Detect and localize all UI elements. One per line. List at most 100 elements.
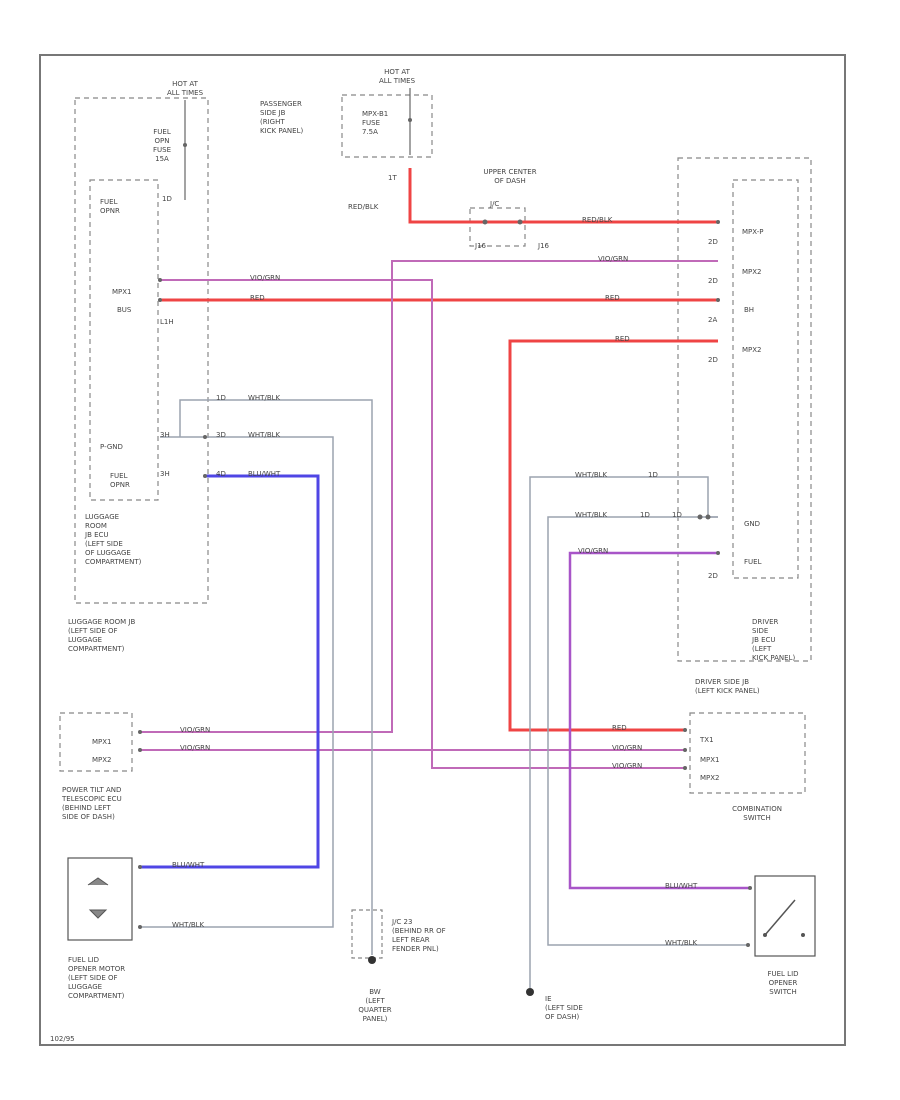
jc-rear-label: J/C 23 (BEHIND RR OF LEFT REAR FENDER PN… xyxy=(392,918,446,953)
passenger-wire-label: RED/BLK xyxy=(348,203,379,211)
luggage-jb-ecu-box xyxy=(89,179,159,501)
tilt-mpx2-label: MPX2 xyxy=(92,756,112,764)
wire-label-red-1: RED xyxy=(250,294,265,302)
wire-pin-3: 4D xyxy=(216,470,226,478)
connector-marks xyxy=(138,118,752,947)
luggage-hot-label: HOT AT ALL TIMES xyxy=(166,80,204,97)
switch-contact-icon xyxy=(764,899,796,936)
wire-blu-red-switch xyxy=(568,551,750,890)
wire-label-wht-blk-3: WHT/BLK xyxy=(575,471,608,479)
wire-wht-blk-ground-3 xyxy=(140,436,334,928)
luggage-ecu-label: LUGGAGE ROOM JB ECU (LEFT SIDE OF LUGGAG… xyxy=(85,513,142,566)
wire-label-red-4: RED xyxy=(612,724,627,732)
wire-blu-wht-motor xyxy=(140,474,320,869)
luggage-pin-b: 3H xyxy=(160,470,170,478)
wire-wht-blk-driver-gnd2 xyxy=(529,476,718,988)
wire-label-red-2: RED xyxy=(605,294,620,302)
tilt-ecu-label: POWER TILT AND TELESCOPIC ECU (BEHIND LE… xyxy=(62,786,122,821)
combo-mpx1-label: MPX1 xyxy=(700,756,720,764)
driver-mpxp-label: MPX-P xyxy=(742,228,764,236)
driver-fuel-label: FUEL xyxy=(744,558,762,566)
wire-wht-blk-ground-1 xyxy=(179,399,205,437)
motor-icon xyxy=(87,877,109,919)
driver-ecu-label: DRIVER SIDE JB ECU (LEFT KICK PANEL) xyxy=(752,618,796,662)
fuel-lid-motor-label: FUEL LID OPENER MOTOR (LEFT SIDE OF LUGG… xyxy=(68,956,126,1000)
upper-center-label: UPPER CENTER OF DASH xyxy=(483,168,537,185)
driver-pin-2: 2D xyxy=(708,277,718,285)
passenger-jb-label: PASSENGER SIDE JB (RIGHT KICK PANEL) xyxy=(260,100,304,135)
ground-bw-label: BW (LEFT QUARTER PANEL) xyxy=(358,988,392,1023)
wire-wht-blk-ground-2 xyxy=(205,399,373,955)
wire-label-vio-grn-5: VIO/GRN xyxy=(612,744,643,752)
driver-pin-5: 2D xyxy=(708,572,718,580)
wire-vio-grn-mpx2 xyxy=(140,260,718,733)
driver-pin-3: 2A xyxy=(708,316,718,324)
wire-label-red-black: RED/BLK xyxy=(582,216,613,224)
wire-wht-blk-driver-gnd xyxy=(547,516,748,946)
wire-pin-5: 1D xyxy=(640,511,650,519)
wire-vio-grn-mpx1 xyxy=(160,279,685,769)
wire-label-blu-red: VIO/GRN xyxy=(578,547,609,555)
combo-tx1-label: TX1 xyxy=(700,736,714,744)
jc-rear-box xyxy=(351,909,383,959)
wire-red-tx xyxy=(508,339,718,732)
driver-mpx2a-label: MPX2 xyxy=(742,268,762,276)
switch-terminal-icon xyxy=(763,933,767,937)
tilt-mpx1-label: MPX1 xyxy=(92,738,112,746)
driver-pin-4: 2D xyxy=(708,356,718,364)
wire-label-blu-red-2: BLU/WHT xyxy=(665,882,698,890)
wire-label-vio-grn-3: VIO/GRN xyxy=(180,726,211,734)
wire-label-wht-blk-6: WHT/BLK xyxy=(665,939,698,947)
luggage-jb-outer-box xyxy=(74,97,209,604)
figure-id: 102/95 xyxy=(50,1035,75,1043)
wire-label-wht-blk-5: WHT/BLK xyxy=(172,921,205,929)
ground-bw-icon xyxy=(368,956,376,964)
wire-label-blu-wht-2: BLU/WHT xyxy=(172,861,205,869)
combo-mpx2-label: MPX2 xyxy=(700,774,720,782)
driver-gnd-pin: 1D xyxy=(672,511,682,519)
upper-center-pin1: J16 xyxy=(475,242,486,250)
upper-center-conn: J/C xyxy=(490,200,500,208)
combo-switch-label: COMBINATION SWITCH xyxy=(732,805,782,822)
driver-jb-outer-box xyxy=(677,157,812,662)
driver-jb-ecu-box xyxy=(732,179,799,579)
luggage-bus-label: BUS xyxy=(117,306,132,314)
wire-pin-4: 1D xyxy=(648,471,658,479)
power-tilt-ecu-box xyxy=(59,712,133,772)
diagram-frame xyxy=(39,54,846,1046)
wire-red-black-mpxb xyxy=(408,168,718,224)
luggage-mpx1-label: MPX1 xyxy=(112,288,132,296)
luggage-fuse-label: FUEL OPN FUSE 15A xyxy=(152,128,172,163)
luggage-jb-label: LUGGAGE ROOM JB (LEFT SIDE OF LUGGAGE CO… xyxy=(68,618,136,653)
switch-terminal-icon xyxy=(801,933,805,937)
passenger-jb-box xyxy=(341,94,433,158)
wire-label-vio-grn-2: VIO/GRN xyxy=(598,255,629,263)
wire-label-vio-grn-1: VIO/GRN xyxy=(250,274,281,282)
passenger-pin: 1T xyxy=(388,174,397,182)
driver-jb-label: DRIVER SIDE JB (LEFT KICK PANEL) xyxy=(695,678,760,695)
driver-gnd-label: GND xyxy=(744,520,761,528)
wire-pin-2: 3D xyxy=(216,431,226,439)
fuel-lid-motor-box xyxy=(67,857,133,941)
luggage-fuel-opnr2-label: FUEL OPNR xyxy=(110,472,130,489)
passenger-hot-label: HOT AT ALL TIMES xyxy=(378,68,416,85)
fuel-lid-switch-label: FUEL LID OPENER SWITCH xyxy=(767,970,799,996)
ground-ie-icon xyxy=(526,988,534,996)
driver-mpx2b-label: MPX2 xyxy=(742,346,762,354)
luggage-pgnd-label: P-GND xyxy=(100,443,123,451)
wire-label-red-3: RED xyxy=(615,335,630,343)
luggage-fuel-opnr-label: FUEL OPNR xyxy=(100,198,120,215)
wire-label-wht-blk-1: WHT/BLK xyxy=(248,394,281,402)
luggage-fuse-pin: 1D xyxy=(162,195,172,203)
wire-label-vio-grn-4: VIO/GRN xyxy=(180,744,211,752)
luggage-pin-a: 3H xyxy=(160,431,170,439)
driver-pin-1: 2D xyxy=(708,238,718,246)
driver-bh-label: BH xyxy=(744,306,755,314)
passenger-fuse-label: MPX-B1 FUSE 7.5A xyxy=(362,110,389,136)
wire-label-vio-grn-6: VIO/GRN xyxy=(612,762,643,770)
ground-ie-label: IE (LEFT SIDE OF DASH) xyxy=(545,995,583,1021)
wire-label-wht-blk-2: WHT/BLK xyxy=(248,431,281,439)
wire-pin-1: 1D xyxy=(216,394,226,402)
upper-center-pin2: J16 xyxy=(538,242,549,250)
